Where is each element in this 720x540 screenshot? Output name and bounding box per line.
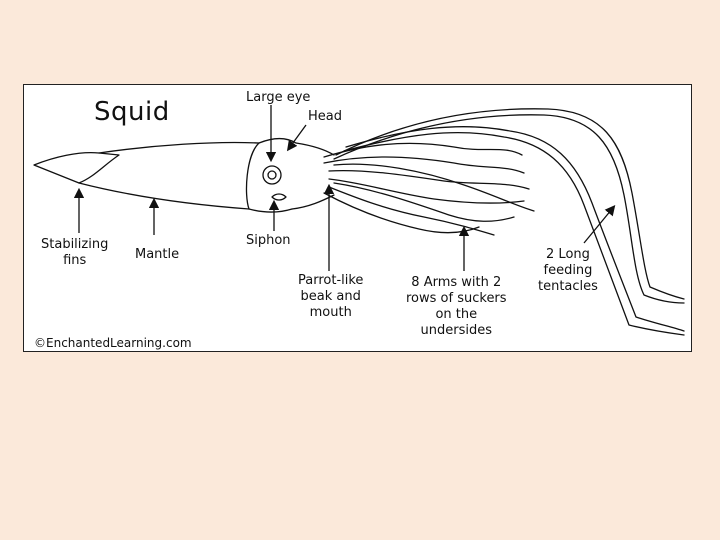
label-head: Head [308,109,342,124]
arm-2 [323,156,525,174]
label-mantle: Mantle [135,247,180,262]
siphon-outline [271,193,287,201]
copyright-notice: ©EnchantedLearning.com [34,336,192,350]
head-bottom-outline [291,194,335,210]
arm-4 [328,178,525,204]
diagram-title: Squid [94,97,170,127]
label-parrot-beak: Parrot-like beak and mouth [298,273,364,320]
tentacle-1 [333,114,685,304]
head-top-outline [295,142,335,156]
label-arms: 8 Arms with 2 rows of suckers on the und… [406,275,507,338]
squid-diagram: Squid Large eye Head Stabilizing fins Ma… [23,84,692,352]
mantle-lower-outline [78,182,293,213]
arm-3 [328,169,530,190]
head-outline [245,142,260,210]
arrow-head [286,124,307,152]
eye-outer [262,165,282,185]
tentacle-2 [343,131,685,336]
tentacle-2-inner [345,125,685,332]
label-tentacles: 2 Long feeding tentacles [538,247,598,294]
fin-outline [33,151,120,184]
squid-illustration [33,105,685,336]
label-siphon: Siphon [246,233,291,248]
mantle-outline [98,137,297,154]
arrow-tentacles [583,204,616,244]
eye-inner [267,170,277,180]
tentacle-1-inner [335,108,685,300]
arm-8 [333,182,515,222]
arm-7 [333,163,535,212]
label-stabilizing-fins: Stabilizing fins [41,237,109,268]
label-large-eye: Large eye [246,90,311,105]
